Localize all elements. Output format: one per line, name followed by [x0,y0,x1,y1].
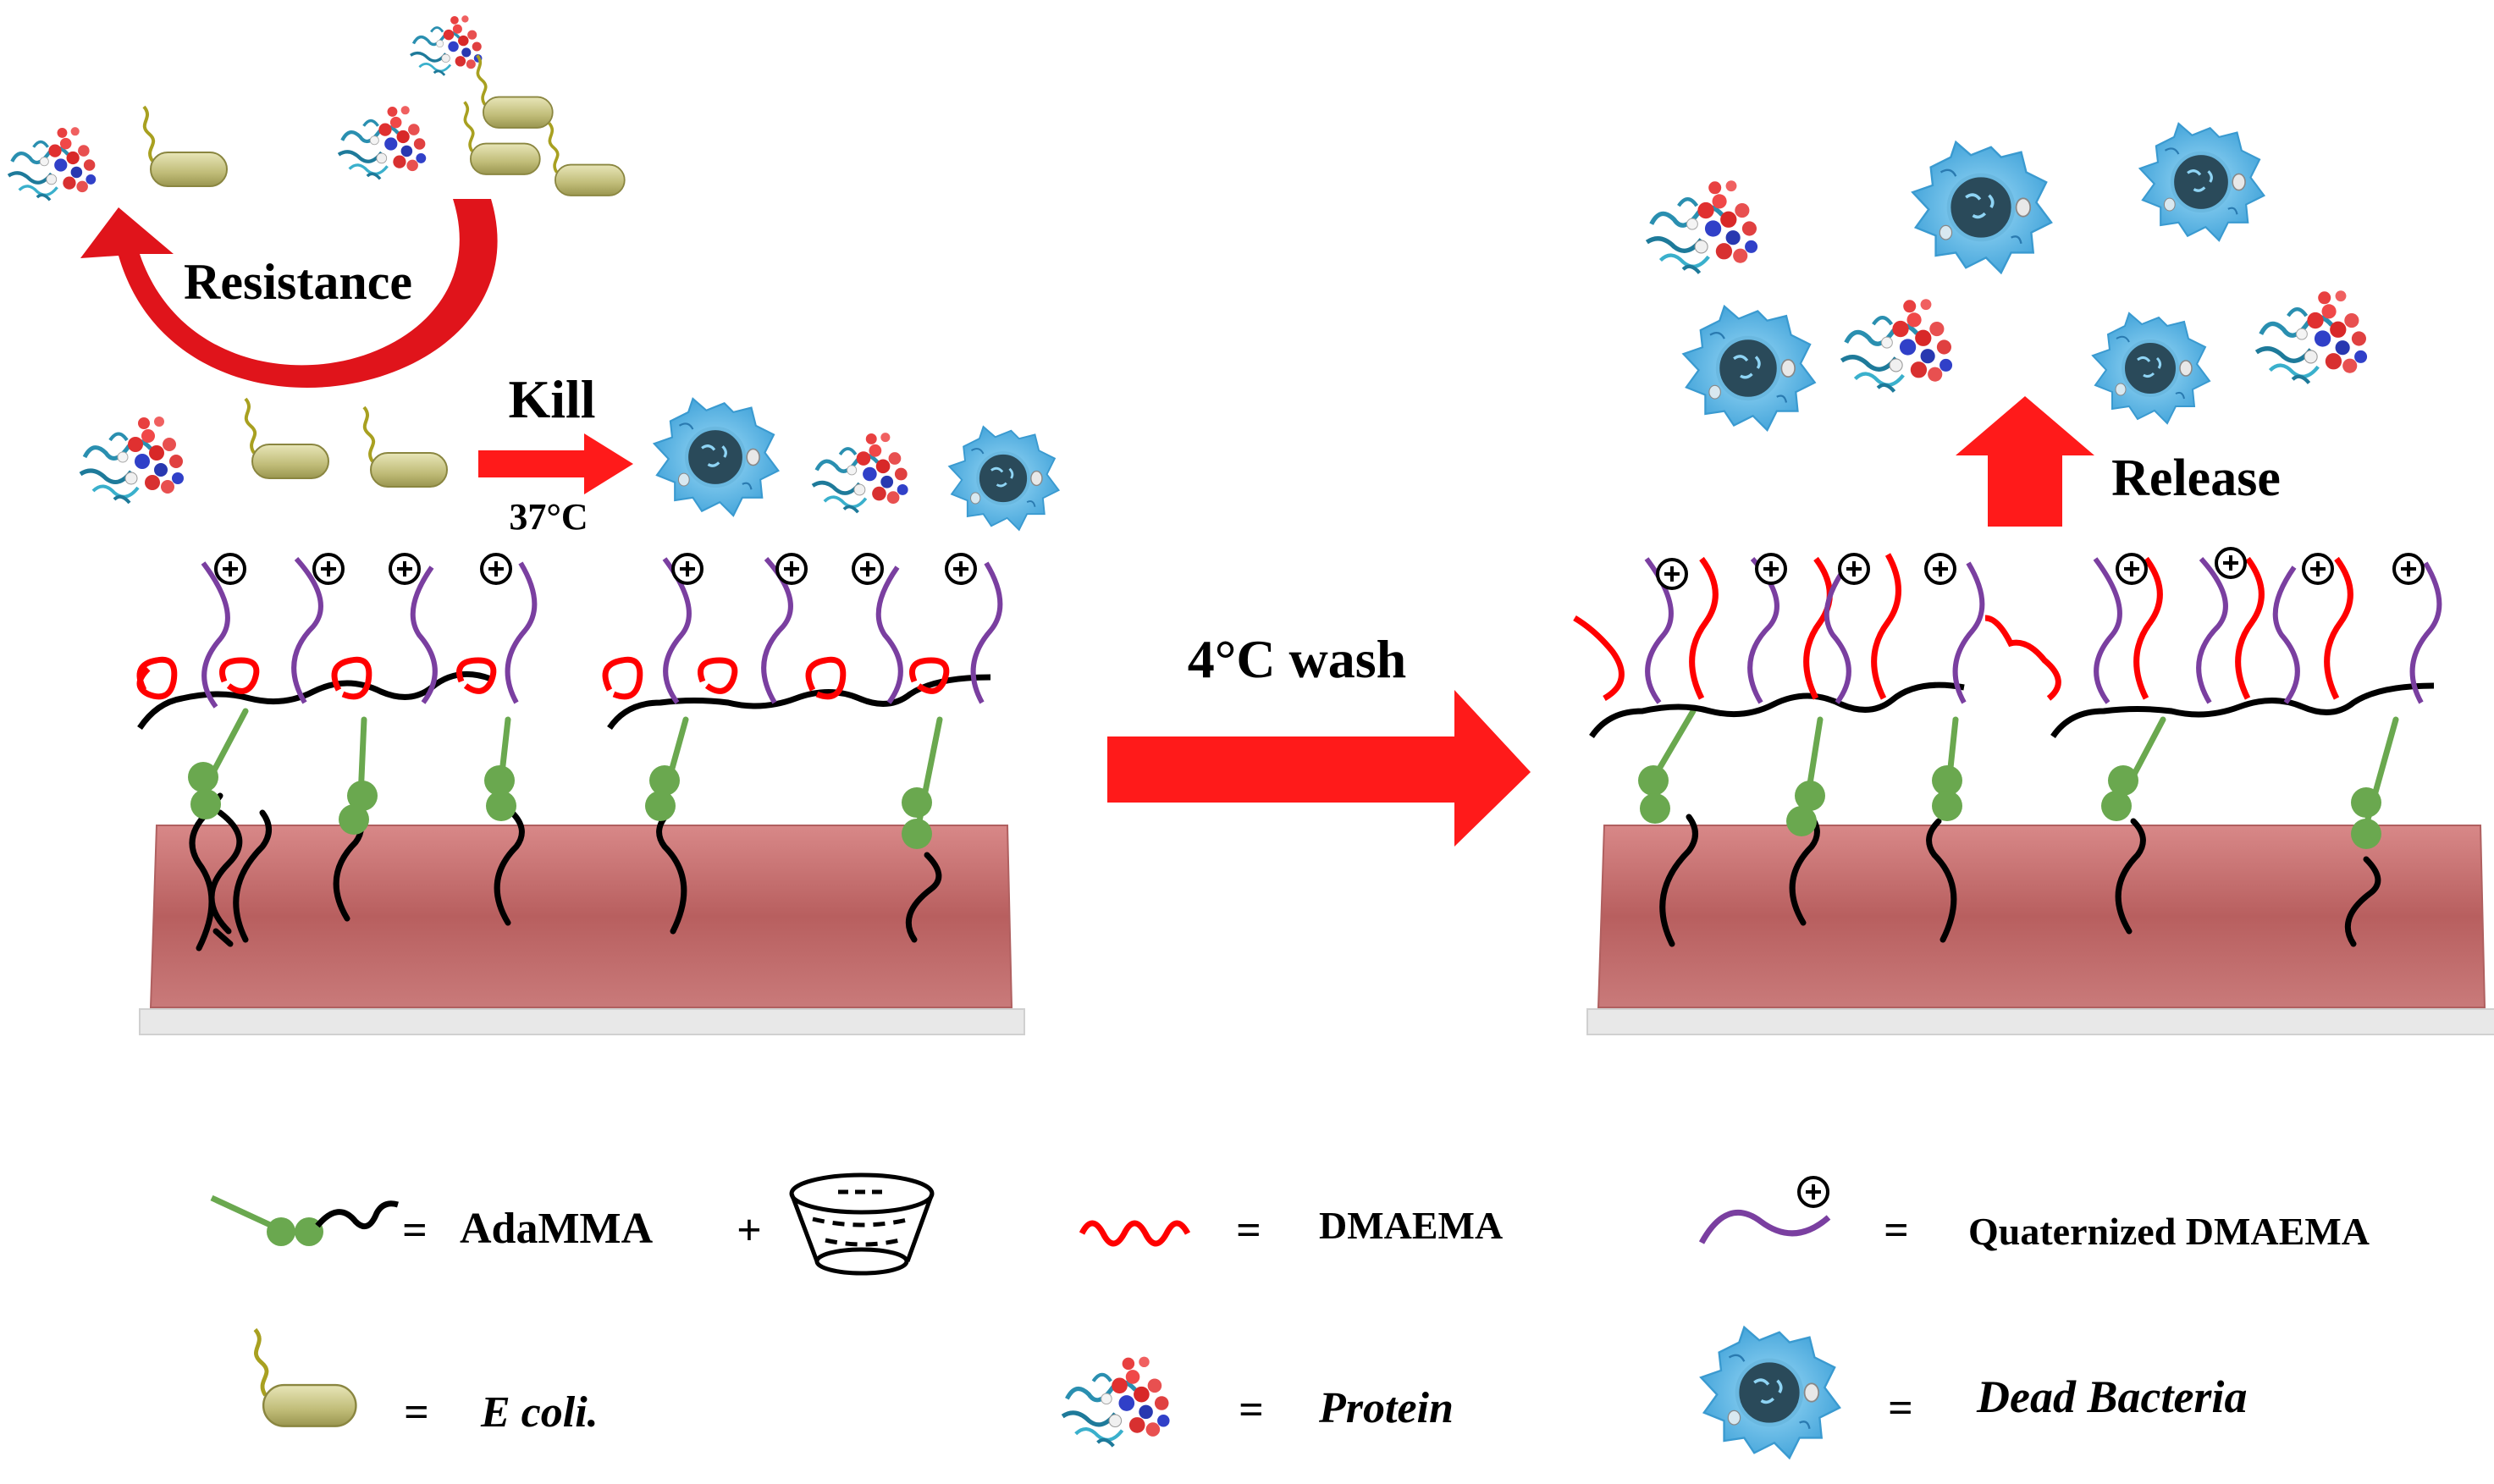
legend-quaternized-label: Quaternized DMAEMA [1968,1210,2370,1253]
left-substrate [139,825,1025,1035]
legend-equals: = [402,1206,428,1255]
protein-icon [409,14,484,77]
left-backbone [607,674,991,731]
right-charges [1656,547,2425,590]
dead-bacteria-icon [1701,1327,1840,1458]
ecoli-icon [246,399,328,478]
ecoli-icon [142,105,229,188]
legend-dead-bacteria-label: Dead Bacteria [1976,1371,2247,1422]
wash-arrow [1107,690,1531,847]
legend-adamma-label: AdaMMA [460,1205,654,1253]
ecoli-icon [547,121,626,197]
legend: = AdaMMA + = DMAEMA = Quaternized DMAEMA… [210,1172,2370,1458]
legend-equals: = [1884,1206,1909,1255]
protein-icon [8,127,96,200]
right-substrate [1586,825,2494,1035]
left-panel: Resistance Kill 37°C [8,14,1061,1035]
right-panel: Release [1573,124,2494,1035]
left-anchor-beads [188,762,932,849]
protein-icon [339,106,426,179]
dead-bacteria-icon [2091,312,2211,425]
right-backbone [1589,681,1965,739]
wash-step: 4°C wash [1107,629,1531,847]
legend-equals: = [404,1388,429,1437]
protein-icon [813,433,908,512]
temperature-37-label: 37°C [509,496,588,538]
dead-bacteria-icon [1684,306,1815,430]
ecoli-icon [364,407,447,487]
legend-plus: + [737,1206,762,1255]
dead-bacteria-icon [2140,124,2265,240]
legend-quaternized-symbol [1698,1176,1831,1244]
dead-bacteria-icon [947,425,1061,532]
legend-dmaema-symbol [1079,1220,1191,1247]
legend-equals: = [1888,1384,1913,1432]
resistance-label: Resistance [184,254,412,310]
ecoli-icon [255,1330,356,1426]
release-arrow [1956,396,2094,527]
protein-icon [80,417,184,503]
left-dmaema-coils [136,656,950,700]
right-anchor-beads [1638,765,2381,849]
legend-ecoli-label: E coli. [480,1388,599,1437]
legend-protein-label: Protein [1318,1384,1454,1432]
legend-equals: = [1236,1206,1261,1255]
right-dmaema-chains [1573,553,2353,702]
wash-label: 4°C wash [1188,629,1407,689]
left-charges [214,553,977,585]
cyclodextrin-cup-icon [789,1172,935,1276]
legend-equals: = [1239,1386,1264,1434]
right-backbone [2050,682,2435,739]
protein-icon [1062,1357,1169,1447]
kill-label: Kill [508,369,595,429]
resistance-arrow [80,199,498,388]
protein-icon [1841,299,1952,391]
release-label: Release [2111,450,2281,507]
left-quaternized-chains [201,556,1003,709]
dead-bacteria-icon [654,399,779,516]
kill-arrow [478,433,633,494]
ecoli-icon [475,53,555,130]
dead-bacteria-icon [1912,142,2051,273]
legend-dmaema-label: DMAEMA [1319,1204,1503,1247]
protein-icon [2256,290,2367,383]
left-backbone [137,670,493,730]
legend-adamma-symbol [210,1194,399,1246]
protein-icon [1647,180,1757,273]
